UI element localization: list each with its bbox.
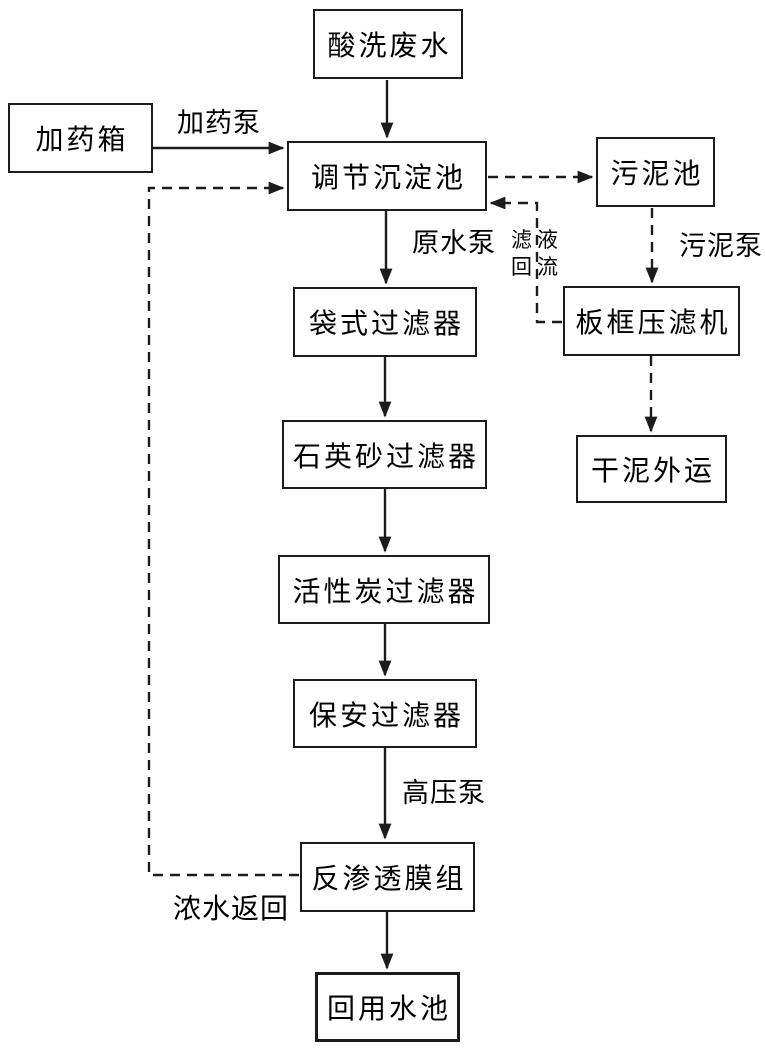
node-dry-sludge-transport: 干泥外运 [576, 435, 727, 503]
edge-label-raw-water-pump: 原水泵 [412, 228, 496, 258]
edge-label-filtrate-return-row1: 滤液 [511, 228, 563, 252]
edge-label-filtrate-return: 滤液 回流 [511, 227, 563, 281]
node-plate-frame-filter-press: 板框压滤机 [563, 286, 740, 356]
node-sludge-tank: 污泥池 [596, 137, 715, 207]
node-security-filter: 保安过滤器 [293, 679, 477, 748]
node-activated-carbon-filter: 活性炭过滤器 [278, 555, 490, 624]
edge-concentrate-return [147, 181, 299, 877]
node-dosing-tank: 加药箱 [8, 103, 153, 173]
node-bag-filter: 袋式过滤器 [293, 287, 477, 357]
node-ro-membrane-unit: 反渗透膜组 [300, 842, 475, 912]
edge-label-sludge-pump: 污泥泵 [679, 231, 763, 261]
edge-label-concentrate-return: 浓水返回 [173, 894, 290, 925]
edge-label-filtrate-return-row2: 回流 [511, 255, 563, 279]
edge-label-high-pressure-pump: 高压泵 [402, 778, 486, 808]
node-acid-wastewater: 酸洗废水 [313, 9, 463, 79]
edge-label-dosing-pump: 加药泵 [177, 108, 261, 138]
node-regulating-sedimentation-tank: 调节沉淀池 [287, 141, 487, 211]
node-reuse-water-tank: 回用水池 [315, 972, 460, 1042]
node-quartz-sand-filter: 石英砂过滤器 [282, 420, 487, 489]
